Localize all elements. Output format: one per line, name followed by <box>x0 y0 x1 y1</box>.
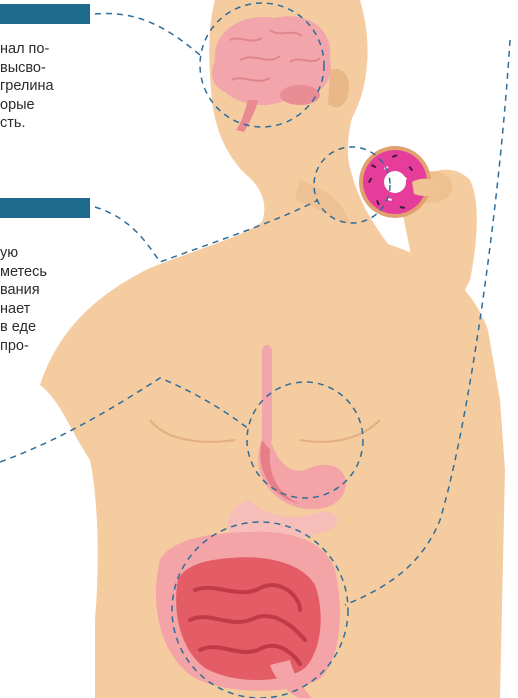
caption-middle-line-3: вания <box>0 281 47 300</box>
caption-middle-line-1: ую <box>0 244 47 263</box>
caption-top-line-2: высво- <box>0 59 54 78</box>
caption-middle: ую метесь вания нает в еде про- <box>0 244 47 355</box>
caption-top: нал по- высво- грелина орые сть. <box>0 40 54 133</box>
section-bar-top <box>0 4 90 24</box>
caption-middle-line-6: про- <box>0 337 47 356</box>
caption-top-line-1: нал по- <box>0 40 54 59</box>
caption-middle-line-5: в еде <box>0 318 47 337</box>
caption-top-line-4: орые <box>0 96 54 115</box>
caption-top-line-3: грелина <box>0 77 54 96</box>
caption-middle-line-4: нает <box>0 300 47 319</box>
section-bar-middle <box>0 198 90 218</box>
top-connector <box>95 13 200 55</box>
caption-middle-line-2: метесь <box>0 263 47 282</box>
caption-top-line-5: сть. <box>0 114 54 133</box>
